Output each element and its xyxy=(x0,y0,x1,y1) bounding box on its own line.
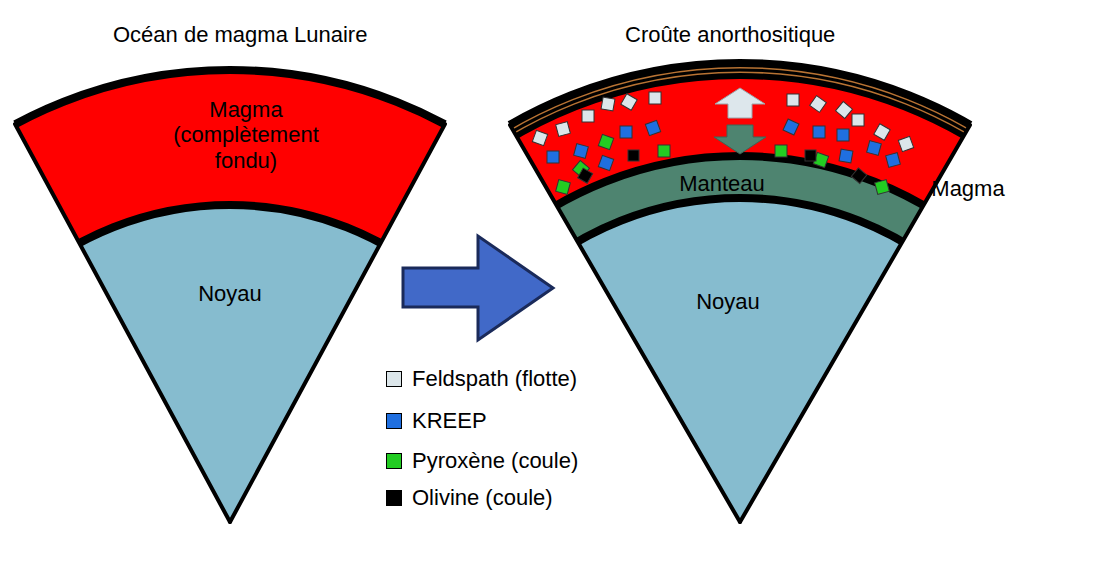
sink-arrow xyxy=(714,125,766,154)
wedge-title: Océan de magma Lunaire xyxy=(113,22,367,48)
legend-swatch xyxy=(386,371,402,387)
wedge-title: Croûte anorthositique xyxy=(625,22,835,48)
band-label: Manteau xyxy=(657,171,787,196)
band-label: Noyau xyxy=(668,289,788,314)
legend-swatch xyxy=(386,413,402,429)
right-wedge xyxy=(281,63,1100,574)
magma-band: Magma (complètement fondu) xyxy=(161,97,331,173)
legend-row: Olivine (coule) xyxy=(386,485,553,511)
band-label: Magma (complètement fondu) xyxy=(161,97,331,173)
band-label: Magma xyxy=(913,176,1023,201)
legend-text: KREEP xyxy=(412,408,487,434)
legend-row: Feldspath (flotte) xyxy=(386,366,577,392)
legend-row: Pyroxène (coule) xyxy=(386,448,578,474)
legend-swatch xyxy=(386,490,402,506)
band-label: Noyau xyxy=(170,281,290,306)
legend-text: Pyroxène (coule) xyxy=(412,448,578,474)
transition-arrow xyxy=(403,236,553,340)
legend-text: Feldspath (flotte) xyxy=(412,366,577,392)
mantle-band: Manteau xyxy=(657,171,787,196)
legend-row: KREEP xyxy=(386,408,487,434)
legend-swatch xyxy=(386,453,402,469)
core-band: Noyau xyxy=(668,289,788,314)
left-wedge xyxy=(0,70,682,574)
core-band: Noyau xyxy=(170,281,290,306)
legend-text: Olivine (coule) xyxy=(412,485,553,511)
float-arrow xyxy=(715,88,765,118)
magma-band: Magma xyxy=(913,176,1023,201)
